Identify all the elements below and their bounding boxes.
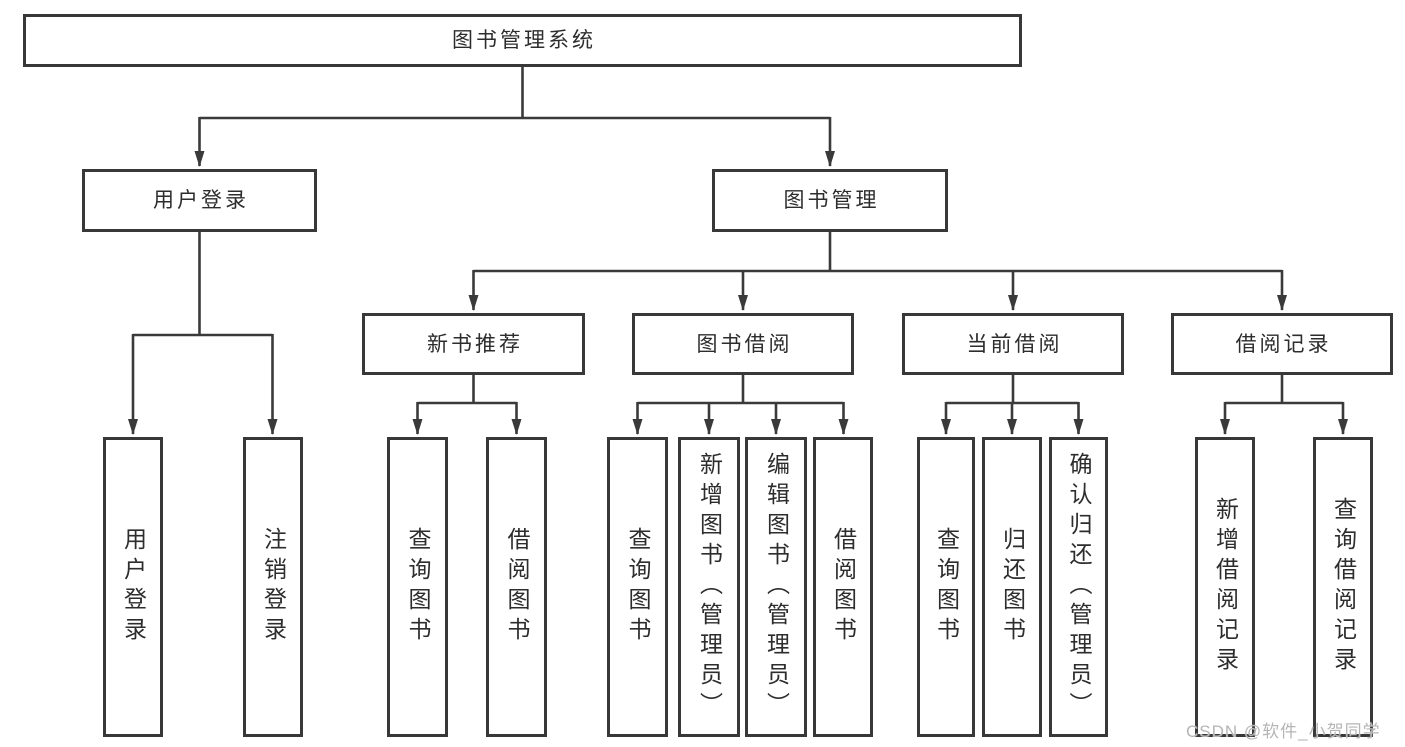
leaf-borrow-query-books-label: 查询图书 bbox=[625, 527, 651, 647]
leaf-borrow-borrow-books: 借阅图书 bbox=[813, 437, 873, 737]
leaf-borrow-edit-books-admin: 编辑图书（管理员） bbox=[745, 437, 807, 737]
user-login-fanout bbox=[128, 232, 278, 435]
leaf-newbook-borrow-books-label: 借阅图书 bbox=[504, 527, 530, 647]
leaf-borrow-add-books-admin: 新增图书（管理员） bbox=[678, 437, 740, 737]
node-current-borrow: 当前借阅 bbox=[902, 313, 1124, 375]
book-borrow-fanout bbox=[632, 375, 849, 435]
node-book-borrow: 图书借阅 bbox=[632, 313, 854, 375]
leaf-records-query-record: 查询借阅记录 bbox=[1313, 437, 1373, 737]
leaf-current-query-books: 查询图书 bbox=[917, 437, 975, 737]
leaf-current-confirm-return-admin-label: 确认归还（管理员） bbox=[1066, 452, 1092, 722]
node-new-book-recommend: 新书推荐 bbox=[362, 313, 585, 375]
leaf-borrow-query-books: 查询图书 bbox=[607, 437, 668, 737]
leaf-records-add-record: 新增借阅记录 bbox=[1195, 437, 1255, 737]
node-current-borrow-label: 当前借阅 bbox=[966, 332, 1063, 356]
borrow-records-fanout bbox=[1220, 375, 1348, 435]
node-borrow-records-label: 借阅记录 bbox=[1235, 332, 1332, 356]
leaf-current-return-books-label: 归还图书 bbox=[999, 527, 1026, 647]
leaf-borrow-edit-books-admin-label: 编辑图书（管理员） bbox=[763, 452, 790, 722]
leaf-records-add-record-label: 新增借阅记录 bbox=[1212, 497, 1239, 677]
current-borrow-fanout bbox=[941, 375, 1084, 435]
leaf-records-query-record-label: 查询借阅记录 bbox=[1330, 497, 1357, 677]
node-new-book-recommend-label: 新书推荐 bbox=[427, 332, 523, 356]
leaf-user-login: 用户登录 bbox=[103, 437, 163, 737]
node-user-login-label: 用户登录 bbox=[153, 189, 249, 212]
node-root: 图书管理系统 bbox=[23, 14, 1022, 67]
leaf-borrow-add-books-admin-label: 新增图书（管理员） bbox=[696, 452, 723, 722]
node-user-login: 用户登录 bbox=[82, 169, 317, 232]
leaf-borrow-borrow-books-label: 借阅图书 bbox=[830, 527, 857, 647]
root-fanout bbox=[194, 67, 835, 167]
node-borrow-records: 借阅记录 bbox=[1171, 313, 1393, 375]
leaf-current-return-books: 归还图书 bbox=[982, 437, 1042, 737]
node-book-management-label: 图书管理 bbox=[783, 189, 880, 212]
leaf-newbook-query-books-label: 查询图书 bbox=[405, 527, 431, 647]
leaf-current-query-books-label: 查询图书 bbox=[933, 527, 960, 647]
node-book-borrow-label: 图书借阅 bbox=[696, 332, 793, 356]
leaf-logout: 注销登录 bbox=[243, 437, 303, 737]
leaf-logout-label: 注销登录 bbox=[260, 527, 287, 647]
node-root-label: 图书管理系统 bbox=[452, 29, 596, 52]
node-book-management: 图书管理 bbox=[712, 169, 948, 232]
new-book-fanout bbox=[412, 375, 522, 435]
leaf-newbook-borrow-books: 借阅图书 bbox=[486, 437, 547, 737]
book-management-fanout bbox=[468, 232, 1287, 311]
csdn-watermark: CSDN @软件_小贺同学 bbox=[1186, 722, 1381, 741]
leaf-newbook-query-books: 查询图书 bbox=[387, 437, 448, 737]
leaf-user-login-label: 用户登录 bbox=[120, 527, 147, 647]
leaf-current-confirm-return-admin: 确认归还（管理员） bbox=[1049, 437, 1108, 737]
